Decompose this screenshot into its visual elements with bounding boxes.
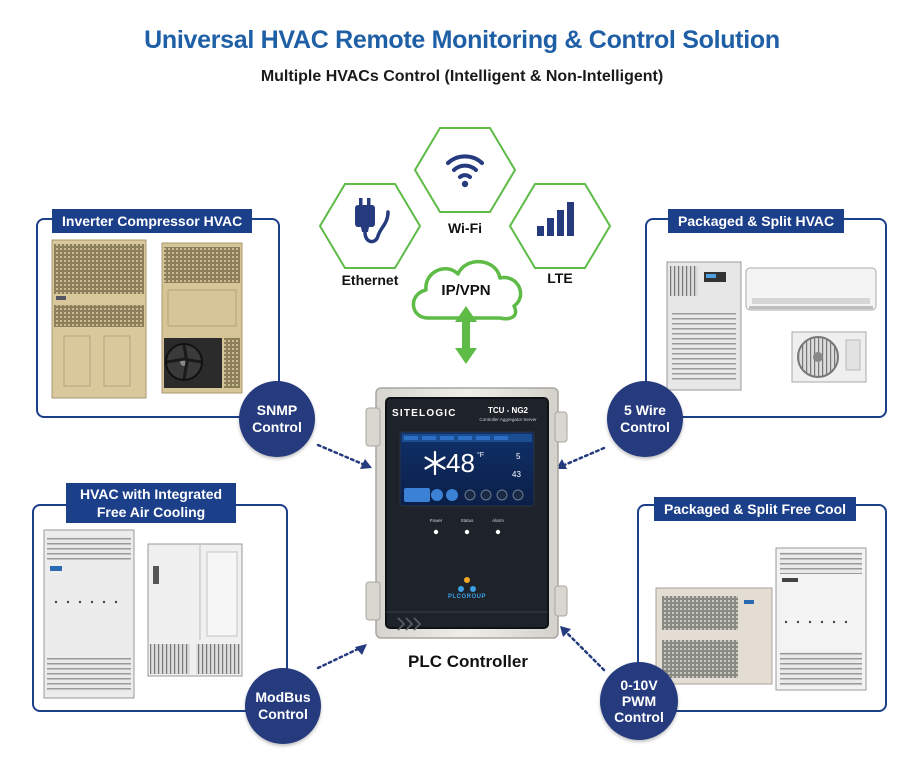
protocol-snmp-line1: SNMP <box>256 402 298 418</box>
free-air-hvac-unit-right <box>147 543 243 677</box>
plc-controller-label: PLC Controller <box>408 652 528 671</box>
inverter-hvac-unit-left <box>51 239 147 399</box>
protocol-badge-0-10v: 0-10V PWM Control <box>600 662 678 740</box>
free-cool-unit-left <box>655 587 773 685</box>
cloud-label: IP/VPN <box>441 282 491 299</box>
protocol-badge-5wire: 5 Wire Control <box>607 381 683 457</box>
protocol-snmp-line2: Control <box>252 419 302 435</box>
inverter-hvac-unit-right <box>161 242 243 394</box>
packaged-hvac-unit <box>666 261 742 391</box>
wifi-icon <box>446 154 484 179</box>
signal-bars-icon <box>537 202 574 236</box>
ethernet-label: Ethernet <box>341 272 399 288</box>
controller-model: TCU - NG2 <box>488 406 528 415</box>
controller-led-label-power: Power <box>429 518 443 523</box>
wifi-hexagon <box>413 127 517 213</box>
protocol-0-10v-line2: PWM <box>621 693 657 709</box>
protocol-0-10v-line1: 0-10V <box>620 677 658 693</box>
page-title: Universal HVAC Remote Monitoring & Contr… <box>144 26 780 54</box>
ethernet-plug-icon <box>355 198 375 232</box>
controller-led-label-status: Status <box>460 518 474 523</box>
free-air-hvac-unit-left <box>43 529 135 699</box>
lte-label: LTE <box>547 270 573 286</box>
controller-logo-text: PLCGROUP <box>447 594 486 600</box>
cloud-icon <box>411 259 523 321</box>
controller-model-sub: Controller Aggregator Server <box>479 417 537 422</box>
free-cool-unit-right <box>775 547 867 691</box>
panel-title-free-air-line2: Free Air Cooling <box>96 504 206 520</box>
wifi-dot-icon <box>461 180 469 188</box>
protocol-badge-snmp: SNMP Control <box>239 381 315 457</box>
snowflake-icon <box>424 450 446 476</box>
protocol-badge-modbus: ModBus Control <box>245 668 321 744</box>
split-outdoor-unit <box>791 331 867 383</box>
connector-lines <box>316 443 606 672</box>
lte-hexagon <box>508 183 612 269</box>
protocol-modbus-line1: ModBus <box>255 689 311 705</box>
double-arrow-icon <box>455 306 477 364</box>
wifi-label: Wi-Fi <box>447 220 483 236</box>
controller-led-label-alarm: Alarm <box>492 518 504 523</box>
panel-title-inverter: Inverter Compressor HVAC <box>52 209 253 233</box>
panel-title-free-air-line1: HVAC with Integrated <box>80 486 223 502</box>
protocol-5wire-line1: 5 Wire <box>624 402 666 418</box>
panel-title-free-air: HVAC with Integrated Free Air Cooling <box>66 483 237 523</box>
connector-arrowheads <box>355 459 571 655</box>
ethernet-hexagon <box>318 183 422 269</box>
split-indoor-unit <box>745 267 877 311</box>
controller-side-value-2: 43 <box>512 470 521 479</box>
controller-side-value-1: 5 <box>516 452 521 461</box>
protocol-5wire-line2: Control <box>620 419 670 435</box>
controller-temp: 48 <box>446 448 475 478</box>
controller-brand: SITELOGIC <box>392 408 457 419</box>
plc-group-logo-icon <box>458 577 476 592</box>
controller-temp-unit: °F <box>477 452 485 459</box>
protocol-modbus-line2: Control <box>258 706 308 722</box>
page-subtitle: Multiple HVACs Control (Intelligent & No… <box>260 68 664 85</box>
panel-title-free-cool: Packaged & Split Free Cool <box>654 497 857 521</box>
plc-controller-enclosure <box>365 387 568 639</box>
panel-title-packaged-split: Packaged & Split HVAC <box>668 209 845 233</box>
protocol-0-10v-line3: Control <box>614 709 664 725</box>
